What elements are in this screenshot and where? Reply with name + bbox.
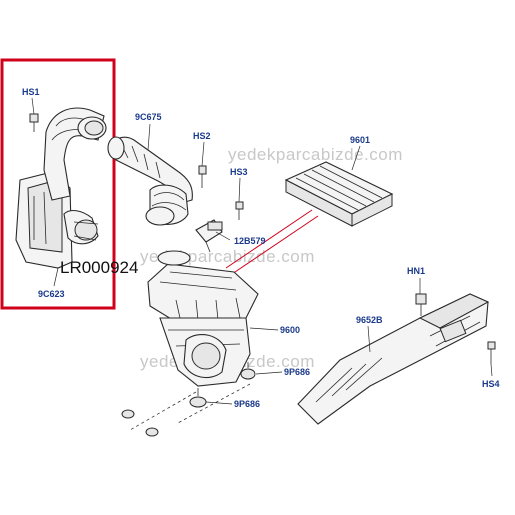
callout-hs4: HS4	[482, 379, 500, 389]
grommet-9p686-lower-icon	[189, 388, 207, 408]
screw-hs2-icon	[198, 165, 207, 188]
callout-12b579: 12B579	[234, 236, 266, 246]
callout-hs1: HS1	[22, 87, 40, 97]
callout-hs3: HS3	[230, 167, 248, 177]
callout-hn1: HN1	[407, 266, 425, 276]
callout-hs2: HS2	[193, 131, 211, 141]
sensor-12b579	[195, 219, 223, 253]
air-cleaner-9600	[147, 250, 259, 387]
grommet-9p686-upper-icon	[240, 362, 256, 380]
callout-9p686-lower: 9P686	[234, 399, 260, 409]
bolt-hs1-icon	[29, 113, 39, 132]
part-number: LR000924	[60, 258, 138, 277]
callout-9c623: 9C623	[38, 289, 65, 299]
highlight-frame	[0, 58, 116, 310]
screw-hs3-icon	[235, 201, 244, 220]
callout-9601: 9601	[350, 135, 370, 145]
callout-9p686-upper: 9P686	[284, 367, 310, 377]
intake-duct-9c623	[15, 107, 107, 269]
watermark-top: yedekparcabizde.com	[228, 145, 403, 164]
inlet-duct-9652b	[297, 293, 490, 425]
callout-9600: 9600	[280, 325, 300, 335]
callout-9652b: 9652B	[356, 315, 383, 325]
screw-hs4-icon	[487, 341, 496, 364]
hose-9c675	[107, 136, 193, 226]
air-filter-9601	[284, 161, 394, 227]
callout-9c675: 9C675	[135, 112, 162, 122]
bolt-lower-left-icon	[121, 409, 159, 437]
nut-hn1-icon	[415, 293, 427, 316]
